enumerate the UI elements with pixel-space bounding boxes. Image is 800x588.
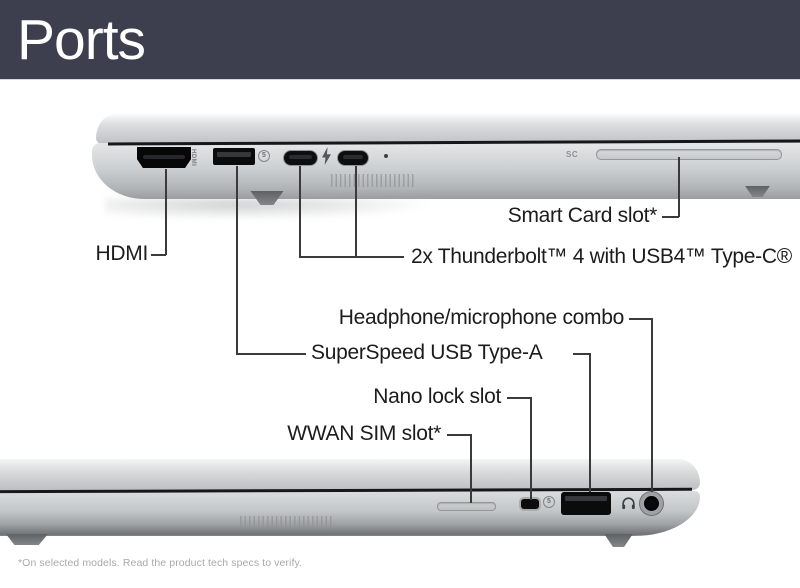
headphone-icon bbox=[621, 496, 636, 516]
leader-line-smart-card bbox=[662, 216, 679, 218]
usb-a-tongue bbox=[217, 152, 251, 157]
usb-a-tongue bbox=[565, 496, 607, 501]
rubber-foot bbox=[604, 534, 633, 547]
headphone-jack bbox=[640, 492, 663, 515]
hdmi-engraving: HDMI bbox=[190, 149, 196, 167]
smart-card-engraving: SC bbox=[566, 150, 579, 159]
wwan-sim-slot bbox=[437, 502, 496, 511]
leader-line-smart-card bbox=[678, 157, 680, 217]
leader-line-thunderbolt bbox=[299, 166, 301, 257]
vent-grille bbox=[240, 516, 332, 529]
leader-line-usb-a bbox=[236, 166, 238, 354]
lightning-bolt-icon bbox=[322, 147, 331, 165]
hdmi-port bbox=[137, 147, 191, 168]
rubber-foot bbox=[250, 191, 284, 205]
leader-line-usb-a bbox=[589, 353, 591, 492]
vent-grille bbox=[331, 174, 416, 187]
usb-a-port-bottom bbox=[561, 492, 611, 515]
callout-wwan-sim: WWAN SIM slot* bbox=[287, 422, 441, 445]
laptop-shadow bbox=[105, 198, 435, 220]
callout-hdmi: HDMI bbox=[95, 242, 149, 265]
bottom-laptop-lid bbox=[0, 459, 700, 490]
rubber-foot bbox=[6, 534, 48, 545]
usb-c-pin bbox=[289, 155, 312, 159]
status-led bbox=[384, 154, 388, 158]
hdmi-port-slot bbox=[143, 155, 185, 159]
callout-usb-a: SuperSpeed USB Type-A bbox=[311, 341, 543, 364]
leader-line-nano-lock bbox=[530, 397, 532, 500]
leader-line-usb-a bbox=[236, 353, 306, 355]
callout-nano-lock: Nano lock slot bbox=[373, 385, 501, 408]
callout-thunderbolt: 2x Thunderbolt™ 4 with USB4™ Type-C® bbox=[411, 245, 792, 268]
leader-line-wwan-sim bbox=[447, 434, 471, 436]
rubber-foot bbox=[745, 186, 770, 197]
leader-line-thunderbolt bbox=[299, 256, 404, 258]
leader-line-headphone bbox=[629, 318, 652, 320]
leader-line-hdmi bbox=[165, 169, 167, 255]
leader-line-thunderbolt bbox=[355, 166, 357, 257]
leader-line-nano-lock bbox=[507, 397, 531, 399]
usb-a-port-top bbox=[213, 148, 255, 165]
nano-lock-slot bbox=[521, 499, 539, 509]
usb-c-pin bbox=[343, 155, 363, 159]
usb-speed-icon: 5 bbox=[543, 496, 555, 508]
callout-smart-card: Smart Card slot* bbox=[507, 204, 658, 227]
page-title: Ports bbox=[17, 8, 146, 72]
usb-speed-icon: 5 bbox=[258, 150, 270, 162]
usb-c-port-1 bbox=[283, 150, 318, 166]
header-bar: Ports bbox=[0, 0, 800, 80]
callout-headphone: Headphone/microphone combo bbox=[338, 306, 625, 329]
top-laptop-lid bbox=[96, 114, 800, 144]
leader-line-hdmi bbox=[151, 254, 166, 256]
usb-c-port-2 bbox=[337, 150, 369, 166]
leader-line-wwan-sim bbox=[470, 434, 472, 503]
leader-line-headphone bbox=[651, 318, 653, 492]
footnote: *On selected models. Read the product te… bbox=[18, 557, 303, 569]
smart-card-slot bbox=[596, 149, 782, 160]
leader-line-usb-a bbox=[573, 353, 590, 355]
